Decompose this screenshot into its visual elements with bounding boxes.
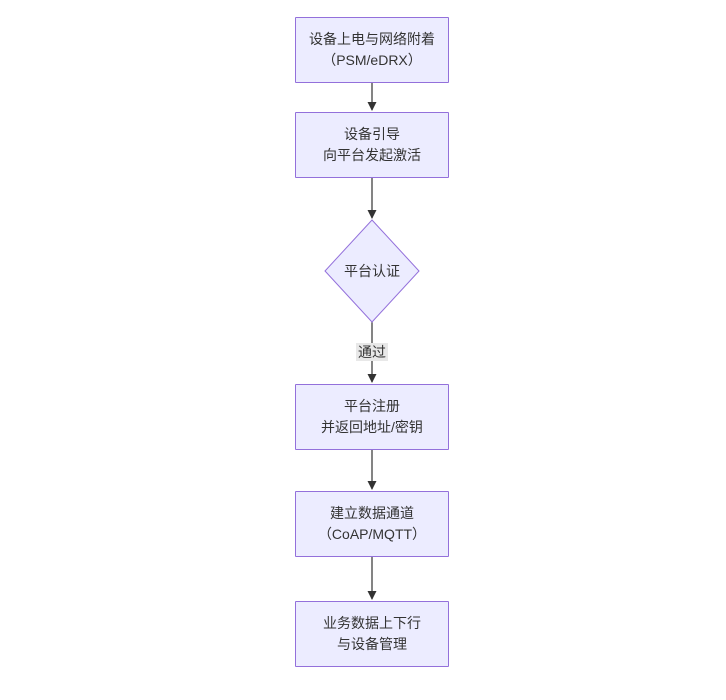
- node-power-attach-line-1: 设备上电与网络附着: [309, 31, 435, 47]
- node-business-data-line-2: 与设备管理: [337, 636, 407, 652]
- node-platform-register-line-1: 平台注册: [344, 398, 400, 414]
- node-bootstrap: 设备引导 向平台发起激活: [295, 112, 449, 178]
- node-bootstrap-line-1: 设备引导: [344, 126, 400, 142]
- node-bootstrap-line-2: 向平台发起激活: [323, 147, 421, 163]
- node-data-channel-line-2: （CoAP/MQTT）: [317, 526, 427, 542]
- node-platform-register: 平台注册 并返回地址/密钥: [295, 384, 449, 450]
- node-platform-auth-label: 平台认证: [344, 263, 400, 279]
- node-business-data: 业务数据上下行 与设备管理: [295, 601, 449, 667]
- node-business-data-line-1: 业务数据上下行: [323, 615, 421, 631]
- node-data-channel-line-1: 建立数据通道: [330, 505, 414, 521]
- node-power-attach-line-2: （PSM/eDRX）: [322, 52, 422, 68]
- node-data-channel: 建立数据通道 （CoAP/MQTT）: [295, 491, 449, 557]
- node-platform-register-line-2: 并返回地址/密钥: [321, 419, 423, 435]
- edge-label-pass: 通过: [356, 343, 388, 361]
- node-power-attach: 设备上电与网络附着 （PSM/eDRX）: [295, 17, 449, 83]
